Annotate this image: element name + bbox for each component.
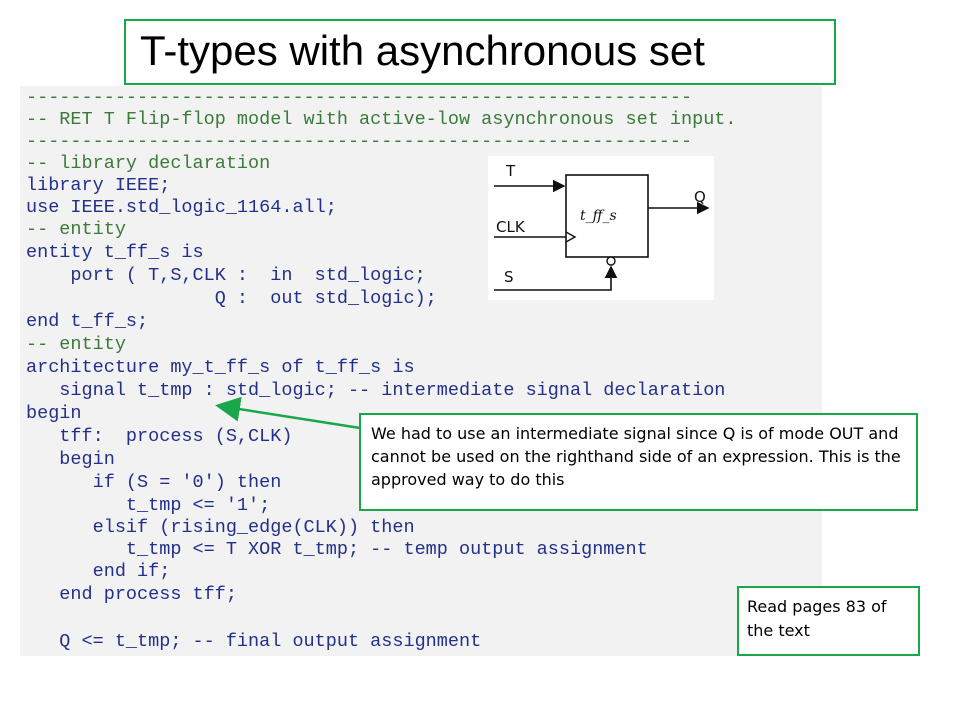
reading-note-box: Read pages 83 of the text: [737, 586, 920, 656]
code-line: if (S = '0') then: [26, 472, 282, 493]
code-line: port ( T,S,CLK : in std_logic;: [26, 265, 426, 286]
code-line: begin: [26, 449, 115, 470]
code-line: library IEEE;: [26, 175, 171, 196]
code-line: ----------------------------------------…: [26, 131, 693, 152]
code-line: -- entity: [26, 334, 126, 355]
code-line: begin: [26, 403, 82, 424]
module-name-label: t_ff_s: [580, 208, 617, 224]
code-line: end if;: [26, 561, 171, 582]
code-line: end process tff;: [26, 584, 237, 605]
input-label-clk: CLK: [496, 218, 525, 236]
code-line: -- RET T Flip-flop model with active-low…: [26, 109, 737, 130]
callout-text: We had to use an intermediate signal sin…: [371, 424, 901, 489]
code-line: signal t_tmp : std_logic; -- intermediat…: [26, 380, 726, 401]
code-line: use IEEE.std_logic_1164.all;: [26, 197, 337, 218]
code-line: Q : out std_logic);: [26, 288, 437, 309]
code-line: elsif (rising_edge(CLK)) then: [26, 517, 415, 538]
clock-edge-triangle: [565, 231, 577, 243]
input-label-s: S: [504, 268, 514, 286]
code-line: t_tmp <= T XOR t_tmp; -- temp output ass…: [26, 539, 648, 560]
callout-box: We had to use an intermediate signal sin…: [359, 413, 918, 511]
code-line: -- library declaration: [26, 153, 271, 174]
t-ff-diagram: T CLK S Q t_ff_s: [488, 156, 714, 300]
slide-title-box: T-types with asynchronous set: [124, 19, 836, 85]
reading-note-text: Read pages 83 of the text: [747, 597, 887, 640]
code-line: end t_ff_s;: [26, 311, 149, 332]
output-label-q: Q: [694, 188, 706, 206]
code-line: ----------------------------------------…: [26, 87, 693, 108]
code-line: t_tmp <= '1';: [26, 495, 271, 516]
set-inversion-bubble: [606, 256, 616, 266]
t-ff-diagram-graphic: [494, 174, 710, 291]
code-line: entity t_ff_s is: [26, 242, 204, 263]
s-input-wire: [494, 265, 618, 291]
code-line: architecture my_t_ff_s of t_ff_s is: [26, 357, 415, 378]
code-line: Q <= t_tmp; -- final output assignment: [26, 631, 482, 652]
t-ff-block: [565, 174, 649, 258]
input-label-t: T: [506, 162, 516, 180]
slide-title: T-types with asynchronous set: [140, 27, 705, 74]
code-line: -- entity: [26, 219, 126, 240]
code-line: tff: process (S,CLK): [26, 426, 293, 447]
